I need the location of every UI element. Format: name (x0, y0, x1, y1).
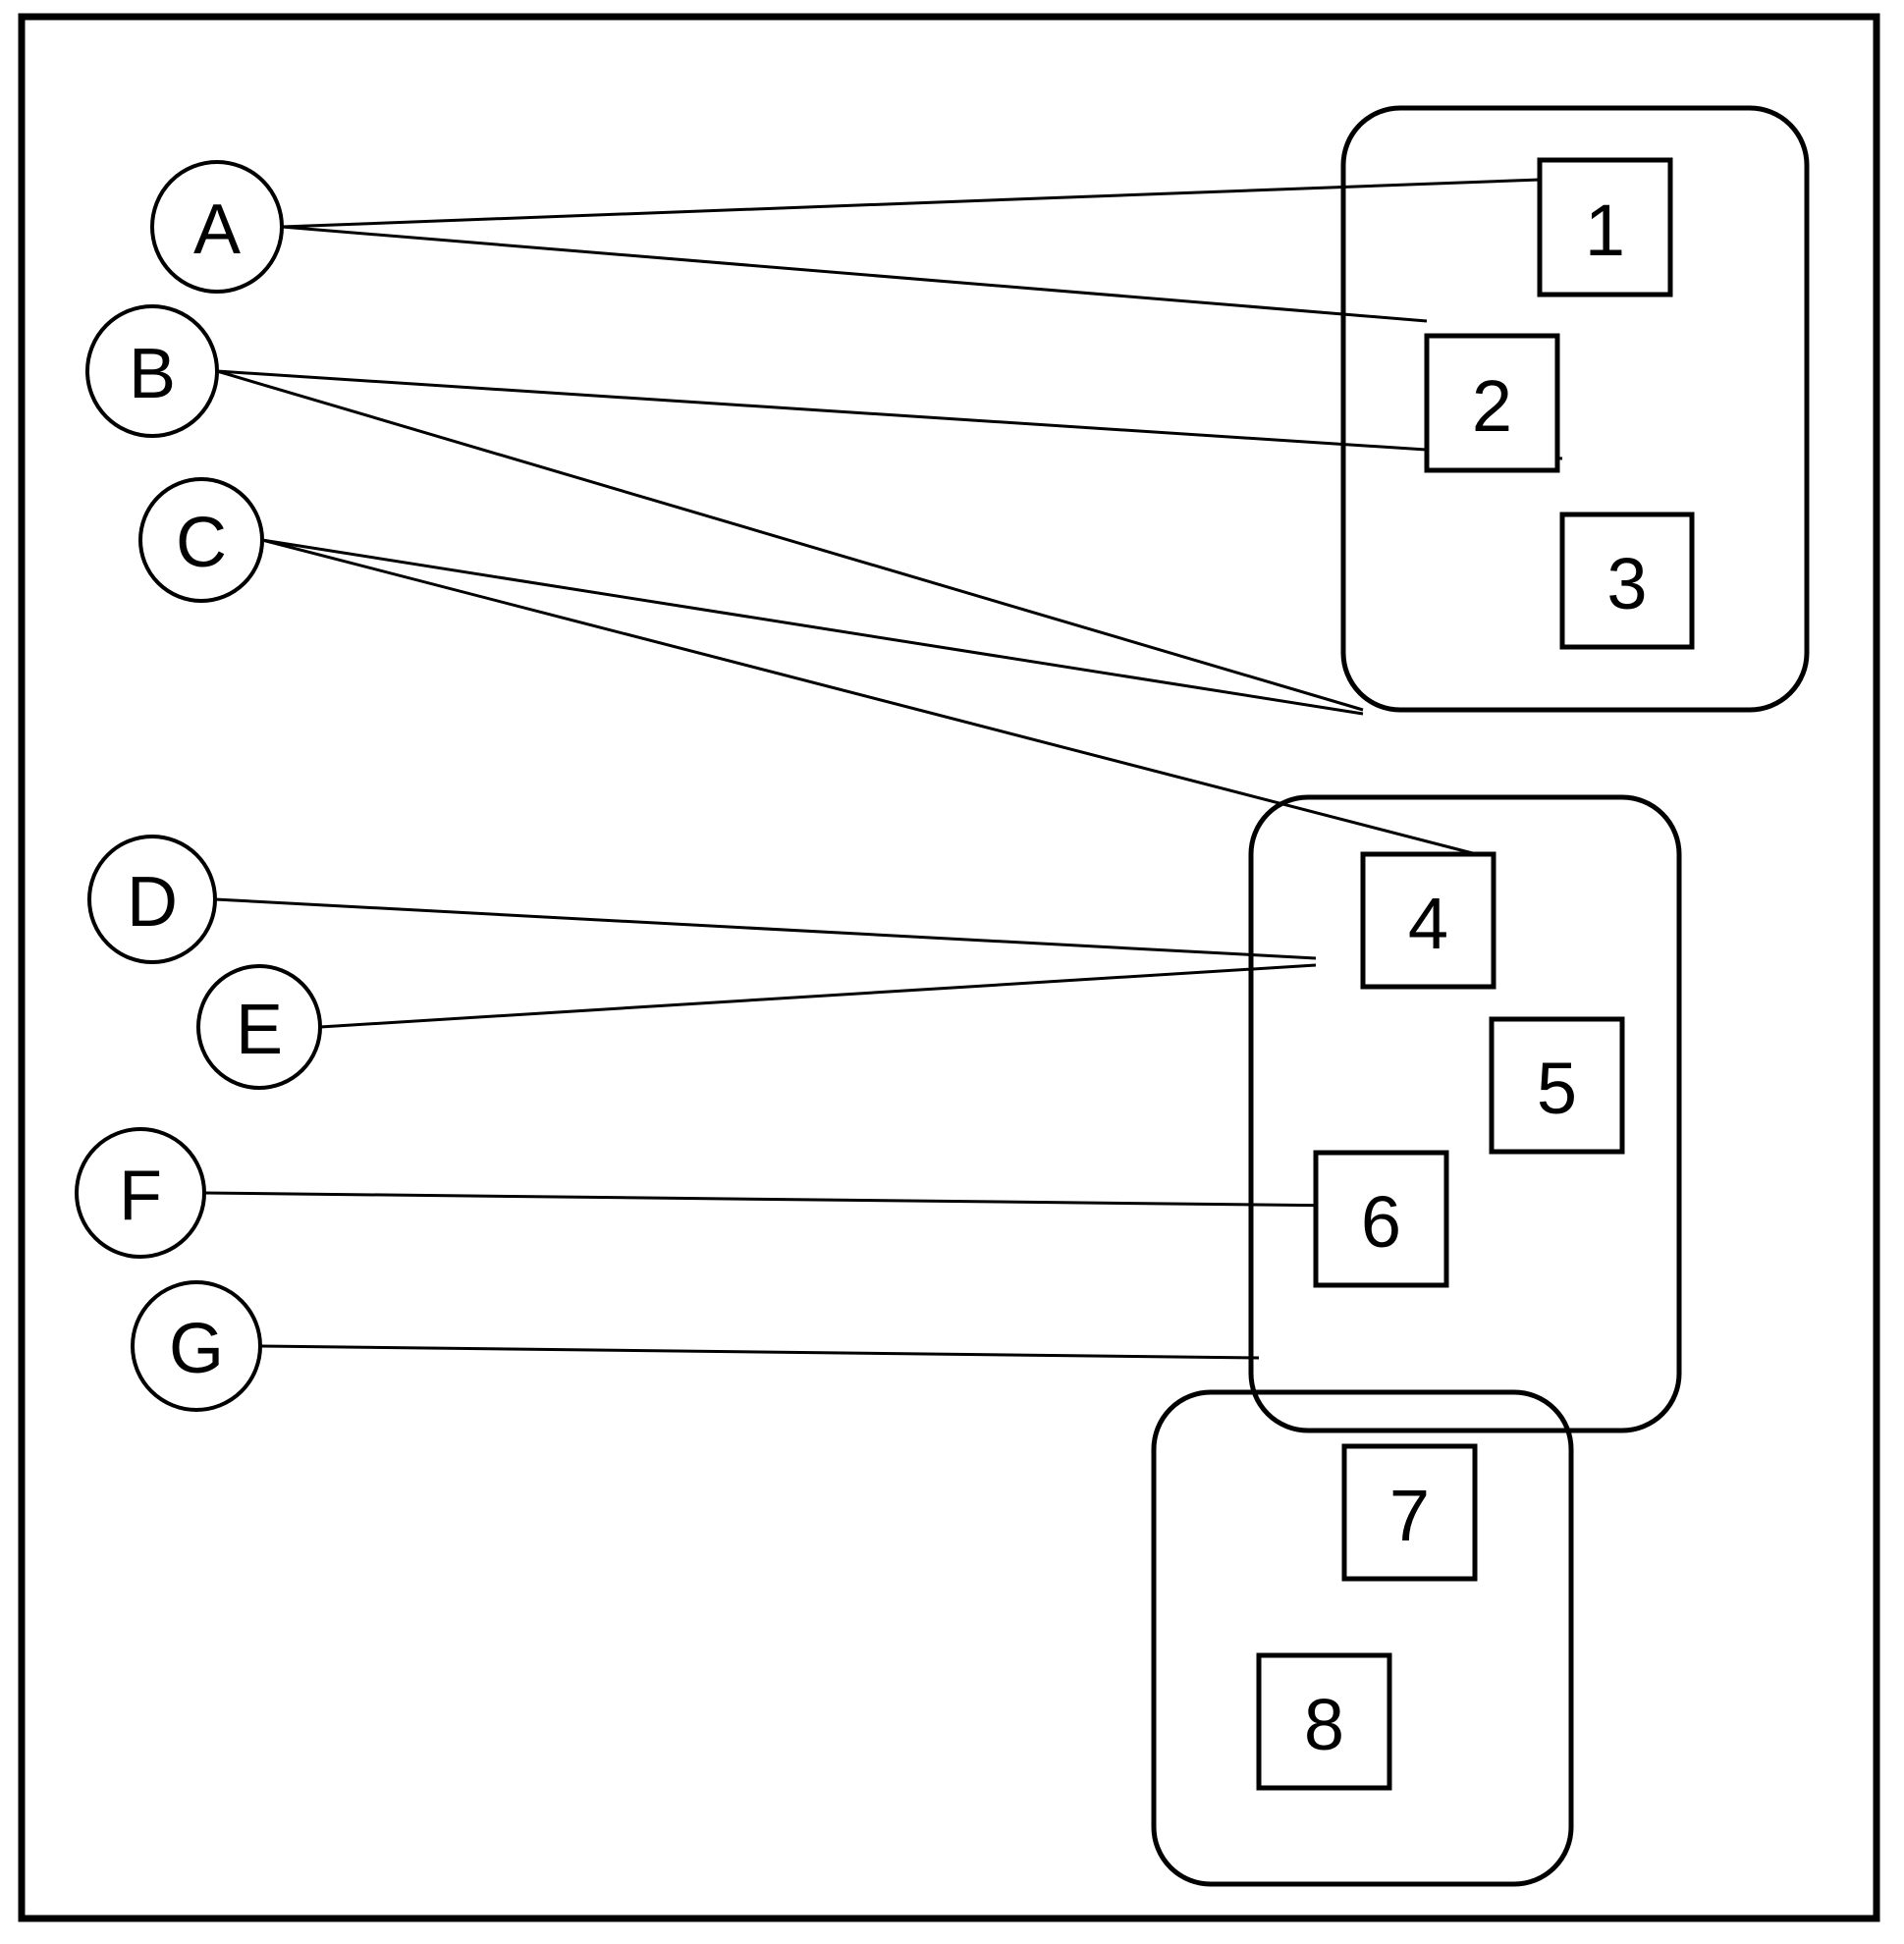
edge-line (216, 369, 1364, 712)
item-label-3: 3 (1606, 543, 1647, 624)
item-box-8[interactable]: 8 (1256, 1652, 1392, 1791)
node-C[interactable]: C (138, 477, 264, 603)
item-label-7: 7 (1389, 1475, 1430, 1556)
item-label-4: 4 (1408, 883, 1448, 964)
node-circle (87, 835, 217, 964)
edges-layer (203, 178, 1563, 1360)
node-circle (85, 304, 219, 438)
item-box-6[interactable]: 6 (1313, 1150, 1449, 1288)
edge-C-5 (261, 538, 1493, 860)
edge-line (203, 1191, 1345, 1208)
item-box-5[interactable]: 5 (1489, 1016, 1625, 1155)
edge-C-4 (261, 538, 1364, 716)
node-label-A: A (193, 190, 241, 269)
group-container-group-1[interactable] (1340, 105, 1810, 713)
node-circle (131, 1280, 262, 1412)
node-E[interactable]: E (196, 964, 322, 1090)
item-label-8: 8 (1304, 1684, 1344, 1765)
edge-D-6 (214, 897, 1317, 960)
node-B[interactable]: B (85, 304, 219, 438)
groups-layer (1151, 105, 1810, 1887)
edge-line (319, 963, 1317, 1029)
item-label-5: 5 (1537, 1048, 1577, 1129)
edge-B-3 (216, 369, 1563, 460)
node-label-C: C (176, 504, 227, 582)
edge-line (259, 1344, 1260, 1360)
node-F[interactable]: F (75, 1127, 206, 1259)
edge-G-8 (259, 1344, 1260, 1360)
item-box-3[interactable]: 3 (1559, 512, 1695, 650)
node-label-B: B (129, 335, 176, 413)
item-box-2[interactable]: 2 (1424, 333, 1560, 473)
item-box-rect (1313, 1150, 1449, 1288)
item-label-6: 6 (1361, 1181, 1401, 1263)
item-box-rect (1537, 157, 1673, 297)
node-D[interactable]: D (87, 835, 217, 964)
edge-line (214, 897, 1317, 960)
edge-F-7 (203, 1191, 1345, 1208)
node-circle (196, 964, 322, 1090)
edge-line (261, 538, 1493, 860)
node-A[interactable]: A (150, 160, 284, 294)
item-box-rect (1341, 1443, 1478, 1582)
edge-line (281, 225, 1428, 323)
node-label-F: F (119, 1157, 162, 1235)
item-box-rect (1256, 1652, 1392, 1791)
edge-A-2 (281, 225, 1428, 323)
item-label-1: 1 (1585, 189, 1625, 271)
item-box-rect (1360, 851, 1496, 990)
item-box-rect (1424, 333, 1560, 473)
node-circle (75, 1127, 206, 1259)
node-G[interactable]: G (131, 1280, 262, 1412)
outer-frame (18, 13, 1880, 1922)
node-label-D: D (127, 863, 178, 942)
items-layer: 1 2 3 4 5 6 7 8 (1256, 157, 1695, 1791)
edge-B-4 (216, 369, 1364, 712)
group-container-group-2[interactable] (1248, 794, 1682, 1433)
node-label-G: G (169, 1310, 224, 1388)
edge-E-6 (319, 963, 1317, 1029)
node-circle (150, 160, 284, 294)
item-box-rect (1489, 1016, 1625, 1155)
edge-A-1 (281, 178, 1541, 229)
edge-line (216, 369, 1563, 460)
item-label-2: 2 (1472, 365, 1512, 447)
item-box-rect (1559, 512, 1695, 650)
item-box-7[interactable]: 7 (1341, 1443, 1478, 1582)
group-container-group-3[interactable] (1151, 1389, 1574, 1887)
node-label-E: E (236, 991, 283, 1069)
item-box-1[interactable]: 1 (1537, 157, 1673, 297)
node-circle (138, 477, 264, 603)
nodes-layer: AB C DE FG (75, 160, 322, 1412)
item-box-4[interactable]: 4 (1360, 851, 1496, 990)
edge-line (261, 538, 1364, 716)
edge-line (281, 178, 1541, 229)
